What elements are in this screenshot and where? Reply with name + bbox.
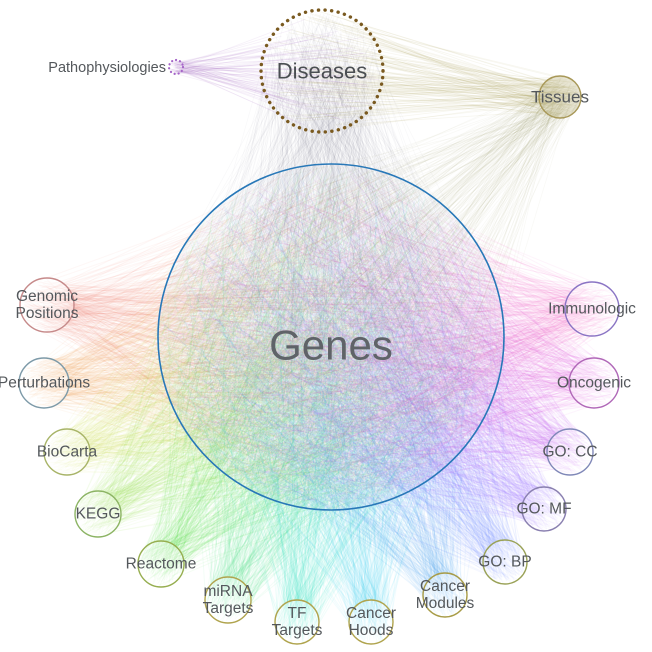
node-perturbations[interactable]: Perturbations — [0, 357, 90, 409]
edge-fan-diseases-to-genes — [161, 11, 502, 508]
node-go-mf[interactable]: GO: MF — [516, 486, 572, 532]
node-circle-mirna-targets[interactable] — [204, 576, 252, 624]
node-kegg[interactable]: KEGG — [74, 490, 122, 538]
node-circle-go-cc[interactable] — [546, 428, 594, 476]
node-label-perturbations: Perturbations — [0, 375, 90, 392]
edge-fan-go-mf-to-genes — [163, 168, 566, 532]
edge-fan-immunologic-to-genes — [160, 175, 619, 502]
node-circle-go-bp[interactable] — [482, 539, 528, 585]
node-label-go-cc: GO: CC — [542, 444, 597, 461]
node-circle-go-mf[interactable] — [521, 486, 567, 532]
edge-fan-genomic-positions-to-genes — [20, 168, 503, 511]
node-label-oncogenic: Oncogenic — [557, 375, 631, 392]
node-label-pathophysiologies: Pathophysiologies — [48, 60, 166, 76]
edge-fan-cancer-modules-to-genes — [160, 167, 503, 617]
edge-fan-tf-targets-to-genes — [160, 172, 505, 644]
edge-fan-cancer-hoods-to-genes — [157, 171, 484, 643]
node-label-go-mf: GO: MF — [516, 501, 571, 518]
node-circle-perturbations[interactable] — [18, 357, 70, 409]
node-go-bp[interactable]: GO: BP — [478, 539, 532, 585]
node-label-go-bp: GO: BP — [478, 554, 531, 571]
edge-fan-diseases-to-tissues — [270, 10, 579, 130]
node-circle-cancer-modules[interactable] — [422, 572, 468, 618]
node-immunologic[interactable]: Immunologic — [548, 281, 636, 337]
node-circle-kegg[interactable] — [74, 490, 122, 538]
edge-fan-biocarta-to-genes — [44, 166, 501, 501]
node-circle-tf-targets[interactable] — [274, 599, 320, 645]
node-reactome[interactable]: Reactome — [126, 540, 197, 588]
node-label-genes: Genes — [269, 322, 393, 369]
node-circle-cancer-hoods[interactable] — [348, 599, 394, 645]
node-circle-immunologic[interactable] — [564, 281, 620, 337]
edge-fan-mirna-targets-to-genes — [161, 170, 500, 623]
node-circle-pathophysiologies[interactable] — [167, 58, 185, 76]
node-diseases[interactable]: Diseases — [259, 8, 385, 134]
node-pathophysiologies[interactable]: Pathophysiologies — [48, 58, 185, 76]
node-tissues[interactable]: Tissues — [531, 75, 589, 119]
edge-fan-go-bp-to-genes — [162, 167, 525, 583]
node-circle-biocarta[interactable] — [43, 428, 91, 476]
node-label-immunologic: Immunologic — [548, 301, 636, 318]
node-genes[interactable]: Genes — [157, 163, 505, 511]
node-circle-tissues[interactable] — [538, 75, 582, 119]
node-circle-genomic-positions[interactable] — [19, 277, 75, 333]
edge-fan-tissues-to-genes — [164, 76, 581, 510]
node-circle-diseases[interactable] — [259, 8, 385, 134]
node-label-kegg: KEGG — [76, 506, 121, 523]
node-circle-genes[interactable] — [157, 163, 505, 511]
node-circle-oncogenic[interactable] — [568, 357, 620, 409]
node-label-tissues: Tissues — [531, 88, 589, 107]
edge-fan-go-cc-to-genes — [161, 168, 593, 502]
edge-fan-kegg-to-genes — [75, 167, 493, 537]
edge-fan-perturbations-to-genes — [18, 167, 499, 504]
node-oncogenic[interactable]: Oncogenic — [557, 357, 631, 409]
node-label-biocarta: BioCarta — [37, 444, 98, 461]
edge-fan-diseases-to-pathophysiologies — [169, 18, 379, 126]
edge-fan-oncogenic-to-genes — [158, 169, 619, 506]
edge-fan-reactome-to-genes — [138, 167, 484, 587]
node-go-cc[interactable]: GO: CC — [542, 428, 598, 476]
node-circle-reactome[interactable] — [137, 540, 185, 588]
node-label-reactome: Reactome — [126, 556, 197, 573]
node-biocarta[interactable]: BioCarta — [37, 428, 98, 476]
node-label-diseases: Diseases — [277, 59, 367, 84]
